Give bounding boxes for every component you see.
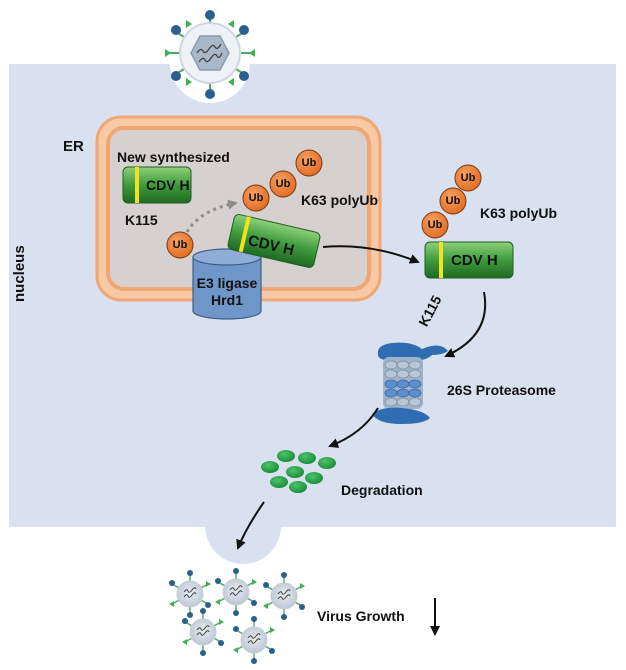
bottom-budding-bulge: [205, 526, 281, 564]
cytosol-cdv-h-protein: [424, 241, 514, 279]
er-k115-label: K115: [125, 212, 158, 228]
er-label: ER: [63, 138, 84, 155]
er-k63-polyub-label: K63 polyUb: [301, 192, 379, 208]
proteasome-icon: [372, 342, 448, 424]
ub-label-cyto-1: Ub: [427, 219, 443, 231]
cytosol-k63-polyub-label: K63 polyUb: [480, 205, 558, 221]
proteasome-label: 26S Proteasome: [447, 382, 556, 398]
cytosol-cdv-h-label: CDV H: [451, 252, 498, 269]
ub-label-er-1: Ub: [248, 192, 264, 204]
tilted-cdv-h-protein: [227, 214, 321, 268]
new-cdv-h-label: CDV H: [146, 177, 190, 193]
to-degradation-arrow: [328, 407, 379, 448]
new-synthesized-label: New synthesized: [117, 149, 230, 165]
virus-growth-label: Virus Growth: [317, 608, 405, 624]
ub-label-cyto-3: Ub: [460, 172, 476, 184]
small-virus-icon: [215, 568, 257, 616]
ub-label-er-2: Ub: [275, 178, 291, 190]
small-virus-icon: [233, 616, 275, 664]
degradation-label: Degradation: [341, 482, 423, 498]
new-cdv-h-protein: [122, 166, 192, 204]
small-virus-icon: [263, 572, 305, 620]
small-viruses: [169, 568, 305, 664]
ub-chain-cytosol: [421, 164, 482, 239]
ub-label-cyto-2: Ub: [445, 195, 461, 207]
top-virus-icon: [165, 10, 255, 99]
ub-chain-er: [242, 149, 323, 212]
ub-label-ligase: Ub: [172, 239, 188, 251]
nucleus-label: nucleus: [11, 245, 28, 302]
hrd1-label: Hrd1: [211, 292, 243, 308]
degraded-fragments: [261, 450, 336, 493]
ub-label-er-3: Ub: [301, 157, 317, 169]
to-virus-growth-arrow: [236, 501, 265, 550]
ub-on-ligase: [166, 231, 194, 259]
e3-ligase-label: E3 ligase: [196, 275, 258, 291]
down-arrow-icon: [430, 598, 440, 636]
to-proteasome-arrow: [444, 291, 487, 358]
export-arrow: [322, 245, 420, 264]
small-virus-icon: [182, 608, 224, 656]
small-virus-icon: [169, 570, 211, 618]
